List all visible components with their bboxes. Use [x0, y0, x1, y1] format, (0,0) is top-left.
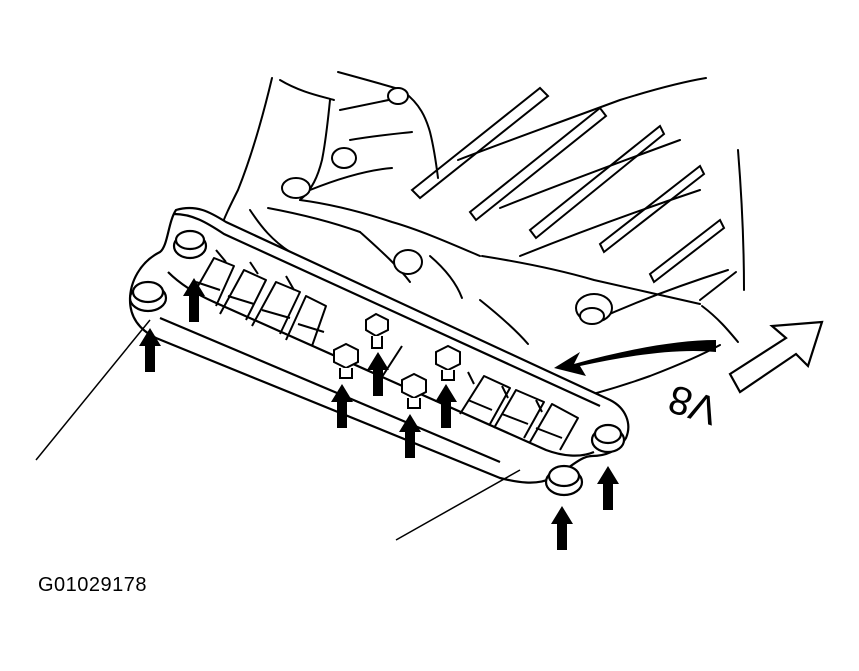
leader-lines: [35, 319, 521, 541]
direction-label: V8: [663, 376, 723, 433]
bolt-right-upper: [590, 423, 626, 454]
bracket-bolts: [128, 229, 626, 497]
center-bolts: [333, 312, 461, 409]
bolt-right-lower: [544, 464, 584, 497]
center-bolt-3: [435, 344, 461, 381]
center-bolt-4: [401, 372, 427, 409]
curved-arrow-icon: [554, 340, 716, 376]
center-bolt-1: [365, 312, 389, 349]
housing-bosses: [281, 87, 613, 325]
bolt-left-lower: [128, 280, 168, 313]
up-arrow-icon: [551, 506, 573, 550]
figure-code: G01029178: [38, 574, 148, 596]
up-arrow-icon: [597, 466, 619, 510]
bracket-ribs: [189, 249, 579, 451]
housing-slots: [410, 86, 737, 301]
center-bolt-2: [333, 342, 359, 379]
bolt-left-upper: [172, 229, 208, 260]
hollow-arrow-icon: [728, 320, 824, 394]
